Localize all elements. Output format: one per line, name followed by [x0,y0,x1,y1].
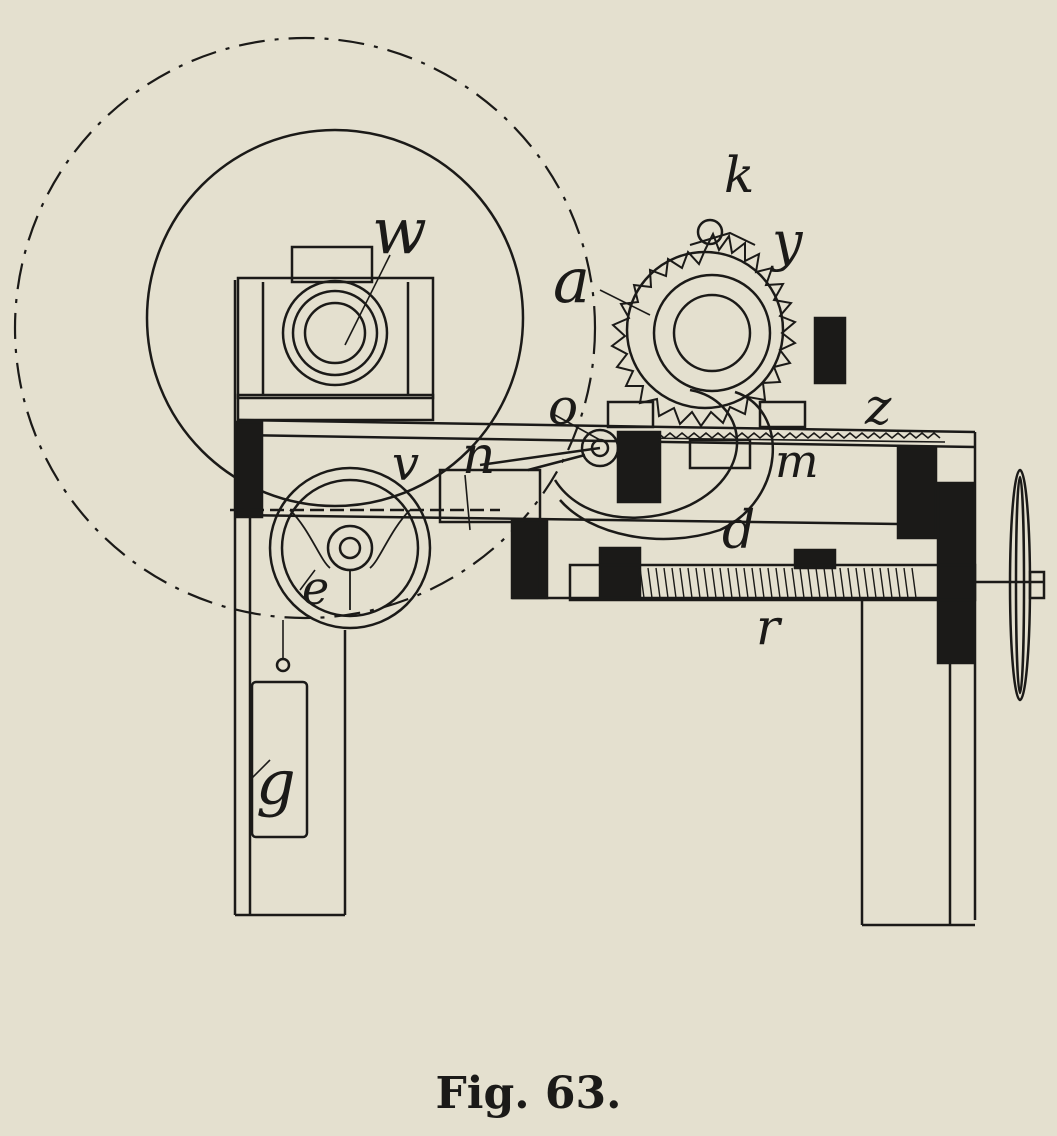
main-bed [236,420,975,920]
label-w: w [372,195,427,269]
label-z: z [865,378,892,436]
leader-lines [250,255,650,780]
right-frame-post [862,598,975,925]
label-r: r [756,598,780,656]
rack-z [640,433,945,442]
swing-path-circle [15,38,595,618]
label-v: v [392,436,420,492]
label-e: e [302,561,330,615]
label-k: k [724,146,755,204]
weight-assembly [252,620,307,837]
label-a: a [553,244,590,317]
label-d: d [722,501,756,561]
carriage [440,470,940,598]
pulley-wheel [230,468,500,628]
label-n: n [462,426,496,486]
flywheel-disc [147,130,523,506]
hand-wheel [1008,468,1044,702]
saw-blade [608,220,845,427]
label-o: o [548,378,579,436]
label-g: g [256,746,296,819]
label-y: y [772,210,803,273]
figure-caption: Fig. 63. [435,1068,622,1119]
label-m: m [775,434,819,488]
bearing-block [238,247,433,420]
curved-guide-arm [480,390,773,539]
